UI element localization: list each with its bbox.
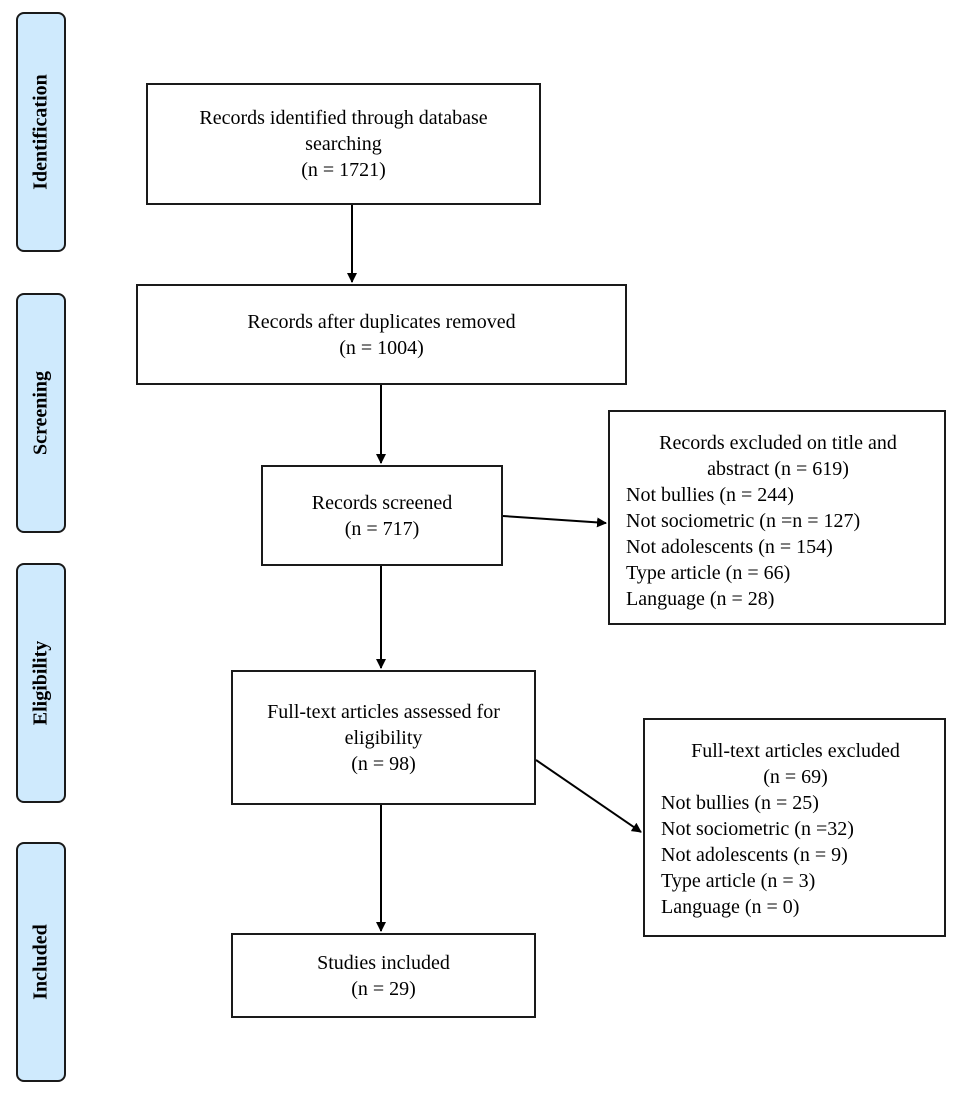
box-fulltext-assessed: Full-text articles assessed for eligibil…	[231, 670, 536, 805]
records-identified-line1: Records identified through database	[199, 107, 488, 129]
excluded-fulltext-item: Not sociometric (n =32)	[661, 818, 854, 840]
records-identified-count: (n = 1721)	[301, 159, 386, 181]
fulltext-line2: eligibility	[344, 726, 423, 749]
excluded-fulltext-item: Not adolescents (n = 9)	[661, 844, 848, 866]
fulltext-count: (n = 98)	[351, 752, 416, 775]
excluded-screening-title1: Records excluded on title and	[659, 432, 897, 454]
records-dedup-count: (n = 1004)	[339, 336, 424, 359]
excluded-fulltext-item: Language (n = 0)	[661, 896, 800, 918]
excluded-fulltext-item: Type article (n = 3)	[661, 870, 816, 892]
box-records-identified: Records identified through database sear…	[146, 83, 541, 205]
records-dedup-line1: Records after duplicates removed	[247, 310, 516, 333]
box-excluded-title-abstract: Records excluded on title and abstract (…	[608, 410, 946, 625]
box-records-screened: Records screened (n = 717)	[261, 465, 503, 566]
excluded-screening-title2: abstract (n = 619)	[707, 458, 849, 480]
phase-screening: Screening	[16, 293, 66, 533]
records-identified-line2: searching	[305, 133, 382, 155]
box-records-after-duplicates: Records after duplicates removed (n = 10…	[136, 284, 627, 385]
excluded-screening-item: Type article (n = 66)	[626, 562, 791, 584]
box-studies-included: Studies included (n = 29)	[231, 933, 536, 1018]
records-screened-count: (n = 717)	[344, 517, 420, 540]
studies-included-line1: Studies included	[317, 951, 450, 974]
phase-identification: Identification	[16, 12, 66, 252]
excluded-screening-item: Not adolescents (n = 154)	[626, 536, 833, 558]
excluded-fulltext-title2: (n = 69)	[763, 766, 828, 788]
arrow-fulltext-to-excluded	[535, 759, 642, 833]
excluded-fulltext-item: Not bullies (n = 25)	[661, 792, 819, 814]
phase-eligibility: Eligibility	[16, 563, 66, 803]
excluded-screening-item: Not sociometric (n =n = 127)	[626, 510, 861, 532]
excluded-screening-item: Language (n = 28)	[626, 588, 775, 610]
studies-included-count: (n = 29)	[351, 977, 416, 1000]
fulltext-line1: Full-text articles assessed for	[267, 700, 500, 723]
records-screened-line1: Records screened	[311, 491, 453, 514]
box-excluded-fulltext: Full-text articles excluded (n = 69) Not…	[643, 718, 946, 937]
excluded-fulltext-title1: Full-text articles excluded	[691, 740, 900, 762]
arrow-screened-to-excluded	[502, 515, 607, 528]
excluded-screening-item: Not bullies (n = 244)	[626, 484, 794, 506]
phase-included: Included	[16, 842, 66, 1082]
